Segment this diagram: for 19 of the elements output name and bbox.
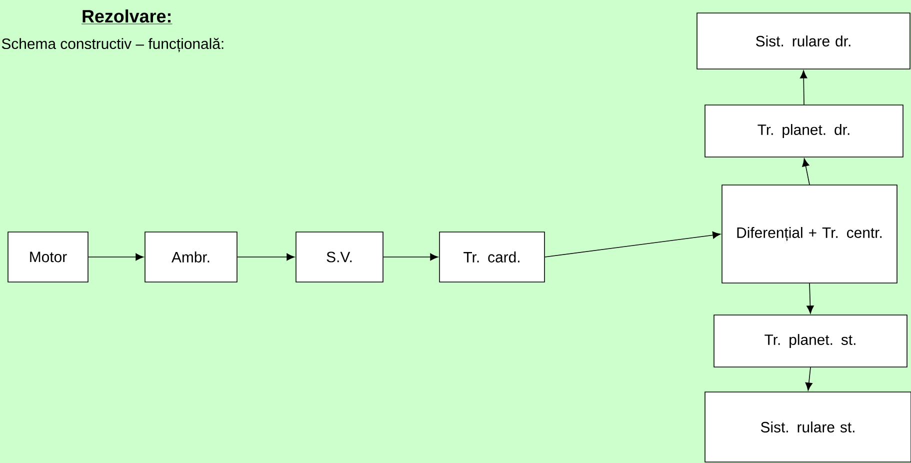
arrow — [544, 232, 721, 258]
subtitle: Schema constructiv – funcțională: — [2, 38, 224, 52]
block-box: Tr. planet. dr. — [704, 104, 904, 158]
block-box: Motor — [8, 232, 88, 282]
arrow — [806, 283, 814, 314]
arrow — [805, 367, 812, 391]
arrow — [800, 70, 808, 105]
arrow — [237, 253, 295, 261]
arrow — [88, 253, 144, 261]
arrow — [383, 253, 438, 261]
block-box: Tr. planet. st. — [714, 314, 908, 368]
block-box: Sist. rulare dr. — [696, 12, 910, 70]
block-box: Diferențial + Tr. centr. — [722, 184, 898, 284]
block-box: S.V. — [296, 232, 384, 282]
arrow — [802, 158, 810, 185]
block-box: Ambr. — [144, 232, 238, 282]
block-box: Sist. rulare st. — [704, 392, 911, 462]
heading: Rezolvare: — [81, 9, 172, 24]
block-box: Tr. card. — [439, 232, 545, 282]
